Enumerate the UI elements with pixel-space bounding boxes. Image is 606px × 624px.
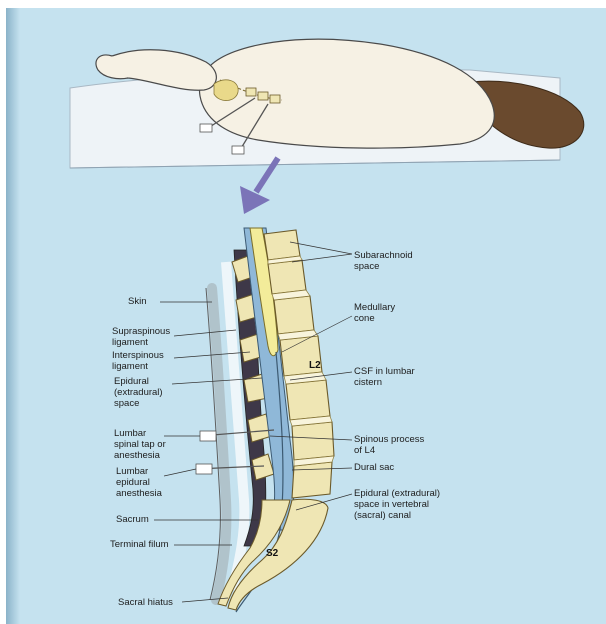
lumbar-vertebra-marker <box>258 92 268 100</box>
leader-lumbar-epidural <box>164 469 196 476</box>
label-lumbar-spinal-tap: Lumbar spinal tap or anesthesia <box>114 428 166 461</box>
label-dural-sac: Dural sac <box>354 462 394 473</box>
vertebral-body <box>286 380 330 420</box>
label-csf-lumbar-cistern: CSF in lumbar cistern <box>354 366 415 388</box>
label-sacral-hiatus: Sacral hiatus <box>118 597 173 608</box>
vertebra-label-s2: S2 <box>266 548 278 559</box>
vertebral-body <box>264 230 300 260</box>
label-medullary-cone: Medullary cone <box>354 302 395 324</box>
label-sacrum: Sacrum <box>116 514 149 525</box>
vertebral-body <box>268 260 306 294</box>
skin-layer <box>212 288 226 600</box>
lumbar-vertebra-marker <box>246 88 256 96</box>
label-epidural-vertebral-canal: Epidural (extradural) space in vertebral… <box>354 488 440 521</box>
label-spinous-process-l4: Spinous process of L4 <box>354 434 424 456</box>
vertebra-label-l2: L2 <box>309 360 321 371</box>
label-skin: Skin <box>128 296 146 307</box>
label-terminal-filum: Terminal filum <box>110 539 169 550</box>
vertebral-body <box>292 462 332 498</box>
label-supraspinous-ligament: Supraspinous ligament <box>112 326 170 348</box>
label-epidural-space: Epidural (extradural) space <box>114 376 163 409</box>
label-lumbar-epidural-anesthesia: Lumbar epidural anesthesia <box>116 466 162 499</box>
patient-illustration <box>70 39 584 168</box>
patient-back <box>199 39 494 148</box>
label-interspinous-ligament: Interspinous ligament <box>112 350 164 372</box>
lumbar-vertebra-marker <box>270 95 280 103</box>
needle-hub-lower <box>232 146 244 154</box>
needle-hub-upper <box>200 124 212 132</box>
label-subarachnoid-space: Subarachnoid space <box>354 250 413 272</box>
vertebral-body <box>274 296 314 334</box>
iliac-crest-highlight <box>214 80 238 101</box>
vertebral-body <box>292 422 334 460</box>
spine-section <box>196 228 334 612</box>
